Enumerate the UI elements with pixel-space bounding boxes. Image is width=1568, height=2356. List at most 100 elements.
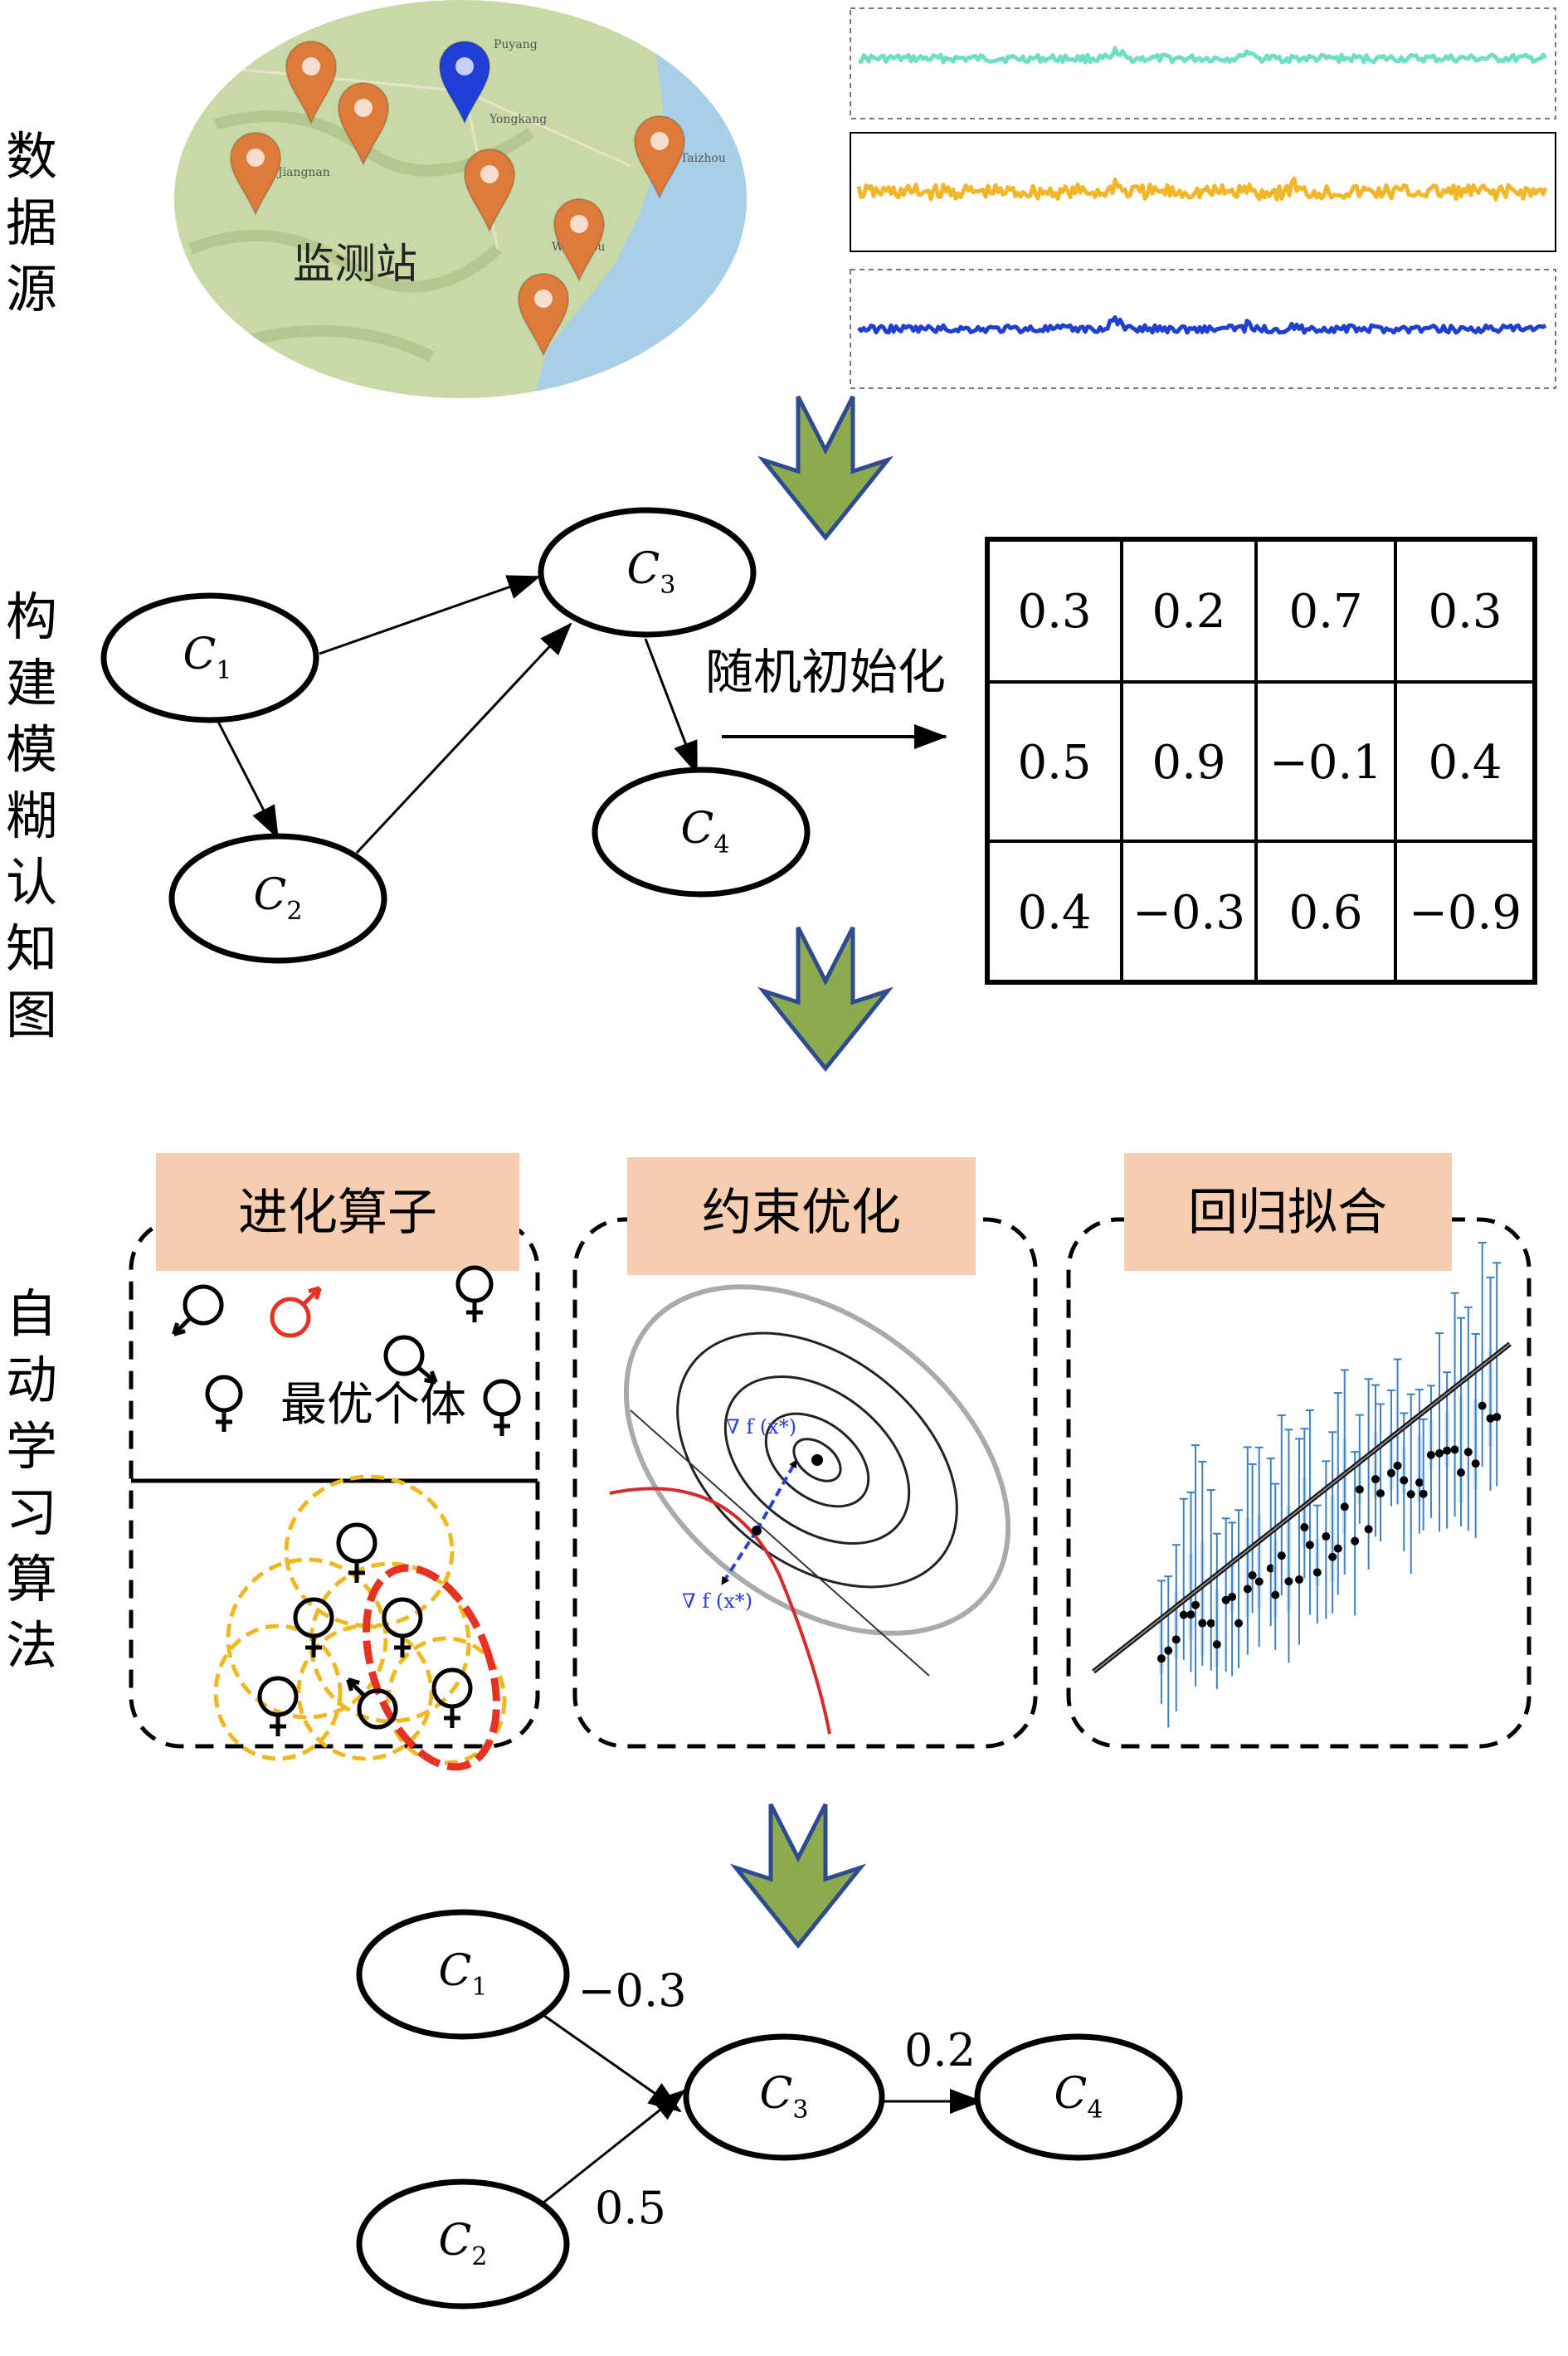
node-c4-sub: 4 — [713, 830, 729, 859]
panel-constraint-title: 约束优化 — [702, 1184, 901, 1242]
build-fcm-char-3: 糊 — [6, 786, 57, 846]
data-point — [1271, 1590, 1280, 1599]
evolution-population — [213, 1474, 507, 1771]
male-symbol-icon — [183, 1284, 224, 1326]
data-point — [1221, 1595, 1230, 1604]
tangent-line — [630, 1409, 930, 1677]
map-pin-icon — [285, 41, 338, 125]
station-pins — [229, 41, 686, 358]
initial-fcm-graph: C1 C2 C3 C4 随机初始化 — [100, 507, 947, 964]
weight-c1-c3: −0.3 — [577, 1964, 686, 2017]
weight-c3-c4: 0.2 — [904, 2024, 976, 2076]
svg-text:C3: C3 — [627, 544, 676, 600]
edge-c2-c3 — [355, 622, 572, 854]
data-point — [1312, 1568, 1322, 1577]
result-node-c1-sub: 1 — [471, 1973, 487, 2002]
down-arrow-icon — [757, 395, 894, 541]
data-point — [1371, 1475, 1380, 1484]
map-pin-icon — [517, 273, 570, 358]
random-init-label: 随机初始化 — [705, 644, 946, 700]
data-point — [1243, 1584, 1252, 1594]
map-pin-dot — [455, 57, 474, 75]
map-pin-dot — [480, 165, 499, 183]
auto-learn-char-3: 习 — [6, 1482, 57, 1543]
result-fcm-graph: C 1 C2 C3 C4 −0.3 0.5 0.2 — [356, 1909, 1183, 2310]
data-point — [1248, 1570, 1257, 1580]
data-point — [1212, 1640, 1221, 1649]
contour-plot: ∇ f (x*) ∇ f (x*) — [609, 1284, 1011, 1735]
map-pin-dot — [650, 132, 669, 150]
data-point — [1376, 1489, 1385, 1498]
svg-text:C2: C2 — [439, 2216, 488, 2271]
result-node-c4: C4 — [974, 2033, 1183, 2161]
data-point — [1393, 1461, 1402, 1470]
build-fcm-char-6: 图 — [6, 985, 57, 1045]
data-point — [1426, 1450, 1435, 1459]
node-c1-sub: 1 — [216, 656, 231, 685]
contour-2 — [764, 1412, 870, 1508]
build-fcm-char-1: 建 — [6, 653, 57, 713]
male-symbol-head — [424, 1370, 438, 1385]
panel-constraint: 约束优化 ∇ f (x*) ∇ f (x*) — [572, 1157, 1038, 1749]
data-point — [1191, 1600, 1200, 1609]
regression-line-highlight — [1093, 1343, 1511, 1672]
build-fcm-char-4: 认 — [6, 852, 57, 913]
matrix-cell-r1-c1: 0.9 — [1152, 736, 1225, 790]
edge-c1-c2 — [216, 719, 280, 840]
map-pin-icon — [229, 132, 282, 217]
matrix-cell-r1-c3: 0.4 — [1428, 736, 1502, 790]
matrix-frame — [985, 537, 1537, 985]
data-point — [1351, 1536, 1360, 1546]
build-fcm-char-0: 构 — [6, 587, 57, 647]
matrix-cell-r1-c2: −0.1 — [1269, 736, 1382, 790]
node-c4-base: C — [681, 804, 714, 854]
data-point — [1471, 1459, 1480, 1468]
female-symbol-icon — [336, 1522, 377, 1564]
matrix-cell-r0-c1: 0.2 — [1152, 585, 1225, 639]
edge-c1-c3 — [319, 575, 541, 655]
best-individual-label: 最优个体 — [280, 1378, 466, 1432]
data-point — [1186, 1610, 1195, 1619]
svg-text:C3: C3 — [760, 2069, 809, 2125]
population-cluster — [309, 1561, 471, 1724]
data-source-char-1: 据 — [6, 192, 57, 253]
data-point — [1305, 1541, 1314, 1550]
data-point — [1234, 1619, 1244, 1628]
node-c3-sub: 3 — [660, 571, 675, 600]
optimum-point — [811, 1454, 823, 1466]
contour-5 — [623, 1284, 1011, 1636]
map-pin-icon — [633, 115, 686, 200]
auto-learn-char-5: 法 — [6, 1615, 57, 1676]
node-c3-base: C — [627, 544, 660, 594]
matrix-cell-r1-c0: 0.5 — [1017, 736, 1091, 790]
build-fcm-char-2: 模 — [6, 719, 57, 780]
matrix-cell-r0-c0: 0.3 — [1017, 585, 1091, 639]
map-pin-body — [285, 41, 338, 125]
panel-regression-title-box — [1124, 1153, 1452, 1271]
auto-learn-char-4: 算 — [6, 1549, 57, 1609]
male-symbol-head — [172, 1322, 186, 1336]
map-pin-body — [553, 198, 606, 283]
map-pin-dot — [302, 57, 320, 75]
result-node-c3-base: C — [760, 2069, 793, 2119]
panel-evolution-title: 进化算子 — [238, 1184, 437, 1242]
auto-learn-char-2: 学 — [6, 1416, 57, 1477]
map-pin-icon — [553, 198, 606, 283]
node-c2-sub: 2 — [286, 897, 302, 926]
station-map: Puyang Yongkang Jiangnan Wenzhou Taizhou… — [174, 0, 747, 398]
population-cluster — [226, 1557, 388, 1720]
regression-plot — [1092, 1241, 1512, 1728]
result-edge-c1-c3 — [532, 2006, 682, 2113]
data-point — [1435, 1448, 1444, 1458]
matrix-cell-r0-c3: 0.3 — [1428, 585, 1502, 639]
panel-regression-title: 回归拟合 — [1188, 1184, 1387, 1242]
data-point — [1400, 1476, 1409, 1485]
data-point — [1164, 1646, 1173, 1655]
data-point — [1333, 1544, 1342, 1553]
data-point — [1386, 1468, 1395, 1477]
map-pin-body — [438, 41, 491, 125]
panel-evolution: 进化算子 最优个体 — [129, 1153, 540, 1771]
data-point — [1171, 1635, 1181, 1644]
map-pin-icon — [337, 82, 390, 167]
weight-c2-c3: 0.5 — [595, 2182, 666, 2234]
